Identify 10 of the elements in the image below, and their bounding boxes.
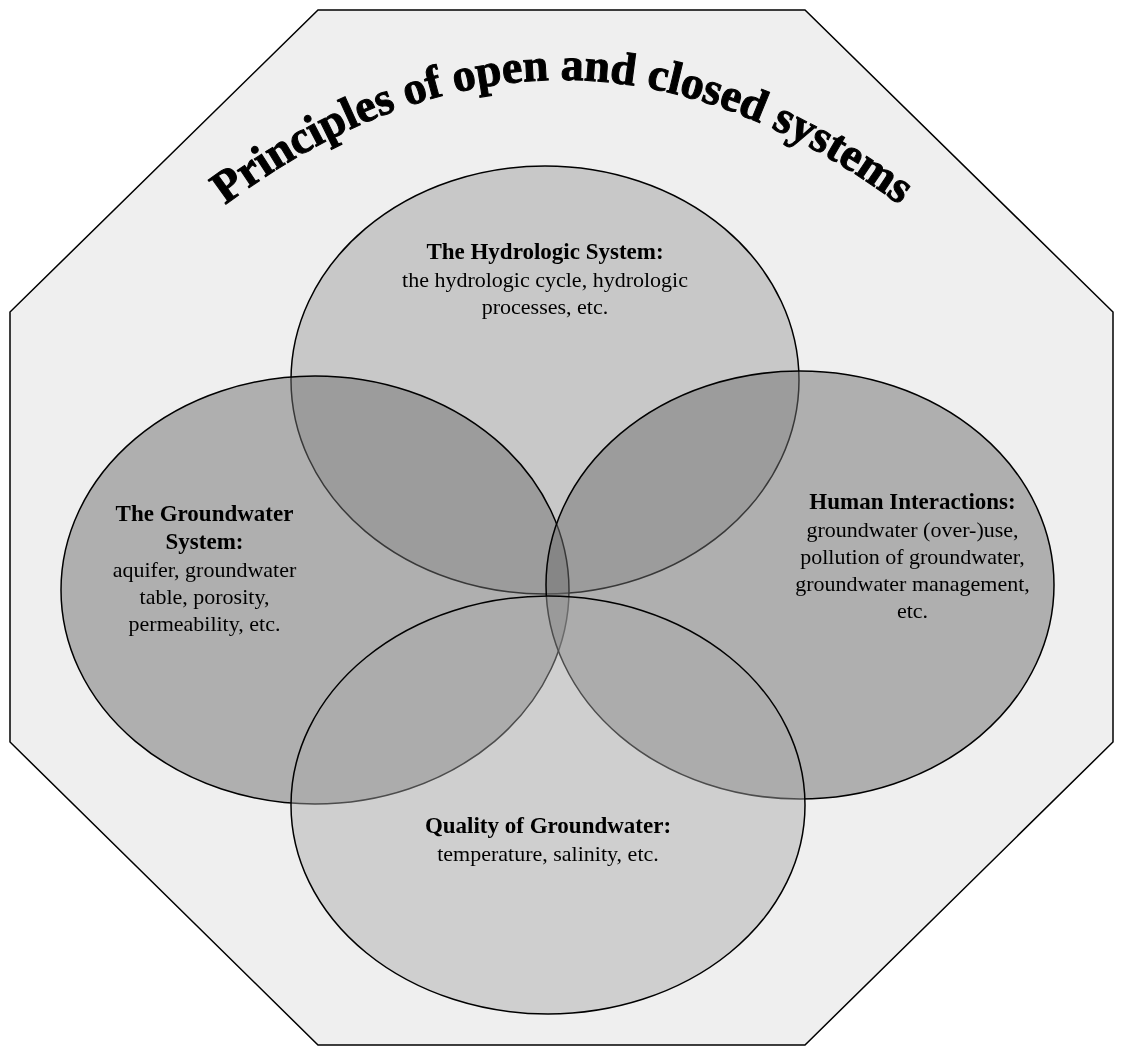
body-text: the hydrologic cycle, hydrologic processes, etc. <box>401 266 689 320</box>
venn-ellipse <box>545 370 1055 800</box>
body-text: aquifer, groundwater table, porosity, permeability, etc. <box>111 556 298 637</box>
heading-text: Quality of Groundwater: <box>423 812 673 840</box>
body-text: temperature, salinity, etc. <box>436 840 660 867</box>
heading-text: The Groundwater System: <box>114 500 295 556</box>
body-text: groundwater (over-)use, pollution of groundwater, groundwater management, etc. <box>795 516 1030 624</box>
venn-ellipse <box>290 595 806 1015</box>
heading-text: Human Interactions: <box>808 488 1017 516</box>
heading-text: The Hydrologic System: <box>425 238 665 266</box>
